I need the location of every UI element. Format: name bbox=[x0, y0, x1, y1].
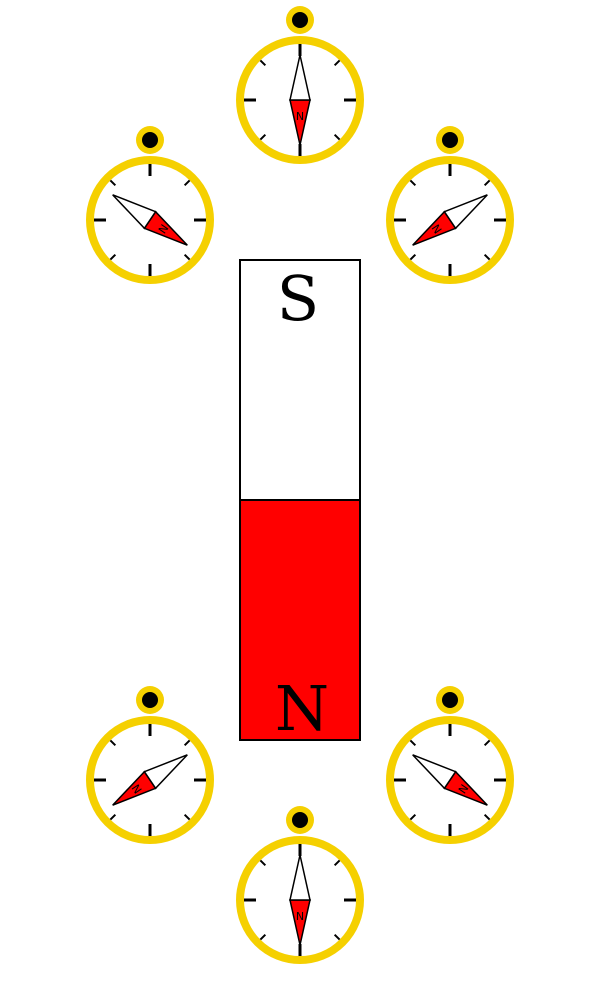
compass-loop-hole bbox=[142, 692, 158, 708]
compass-tick bbox=[183, 179, 191, 187]
compass-upper-right: N bbox=[386, 126, 514, 284]
compass-needle: N bbox=[412, 754, 488, 806]
magnet-south-half bbox=[239, 259, 361, 501]
compass-tick bbox=[483, 253, 491, 261]
magnet-north-label: N bbox=[275, 672, 329, 745]
compass-group: N N N N N N bbox=[86, 6, 514, 964]
compass-loop-hole bbox=[142, 132, 158, 148]
needle-north-letter: N bbox=[296, 909, 304, 922]
compass-bottom: N bbox=[236, 806, 364, 964]
compass-needle: N bbox=[289, 54, 311, 146]
compass-tick bbox=[109, 739, 117, 747]
compass-loop-hole bbox=[442, 132, 458, 148]
magnet-south-label: S bbox=[277, 262, 319, 335]
compass-needle: N bbox=[412, 194, 488, 246]
compass-tick bbox=[333, 59, 341, 67]
bar-magnet: S N bbox=[239, 259, 361, 745]
compass-tick bbox=[183, 739, 191, 747]
compass-tick bbox=[483, 739, 491, 747]
needle-south-half bbox=[443, 194, 488, 230]
compass-top: N bbox=[236, 6, 364, 164]
needle-south-half bbox=[412, 754, 457, 790]
compass-tick bbox=[259, 859, 267, 867]
compass-tick bbox=[183, 813, 191, 821]
compass-lower-right: N bbox=[386, 686, 514, 844]
compass-lower-left: N bbox=[86, 686, 214, 844]
compass-tick bbox=[109, 179, 117, 187]
compass-tick bbox=[259, 133, 267, 141]
compass-tick bbox=[483, 179, 491, 187]
compass-tick bbox=[483, 813, 491, 821]
compass-tick bbox=[259, 933, 267, 941]
compass-tick bbox=[409, 813, 417, 821]
compass-needle: N bbox=[112, 194, 188, 246]
compass-tick bbox=[183, 253, 191, 261]
needle-south-half bbox=[289, 854, 311, 901]
needle-north-letter: N bbox=[296, 109, 304, 122]
compass-tick bbox=[109, 813, 117, 821]
compass-loop-hole bbox=[292, 812, 308, 828]
compass-needle: N bbox=[289, 854, 311, 946]
compass-upper-left: N bbox=[86, 126, 214, 284]
compass-loop-hole bbox=[292, 12, 308, 28]
compass-tick bbox=[409, 739, 417, 747]
compass-tick bbox=[409, 253, 417, 261]
compass-tick bbox=[333, 133, 341, 141]
compass-tick bbox=[259, 59, 267, 67]
compass-tick bbox=[333, 933, 341, 941]
needle-south-half bbox=[112, 194, 157, 230]
needle-south-half bbox=[143, 754, 188, 790]
magnet-north-half bbox=[239, 499, 361, 741]
compass-tick bbox=[333, 859, 341, 867]
compass-tick bbox=[109, 253, 117, 261]
compass-needle: N bbox=[112, 754, 188, 806]
compass-tick bbox=[409, 179, 417, 187]
needle-south-half bbox=[289, 54, 311, 101]
compass-loop-hole bbox=[442, 692, 458, 708]
